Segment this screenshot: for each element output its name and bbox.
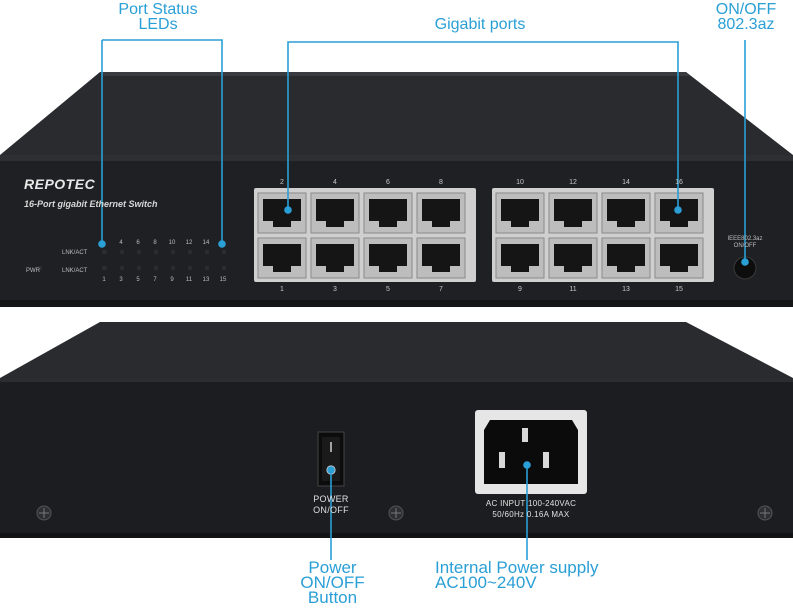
ethernet-port[interactable] [257,192,307,234]
power-supply-callout: Internal Power supply AC100~240V [435,558,635,592]
port-number-label: 11 [185,277,193,283]
callout-text: Internal Power supply [435,558,599,577]
led-indicator [187,265,193,271]
pwr-label: PWR [26,268,40,274]
front-unit-top [0,72,793,155]
port-number-label: 8 [439,179,443,186]
led-indicator [170,265,176,271]
ethernet-port[interactable] [310,237,360,279]
port-number-label: 2 [280,179,284,186]
port-number-label: 14 [622,179,630,186]
back-unit-top [0,322,793,378]
ac-input-label: AC INPUT 100-240VAC 50/60Hz 0.16A MAX [455,498,607,520]
ethernet-port[interactable] [416,237,466,279]
port-number-label: 12 [569,179,577,186]
led-indicator [37,265,43,271]
port-number-label: 9 [170,277,174,283]
led-indicator [153,249,159,255]
led-indicator [101,249,107,255]
led-indicator [221,265,227,271]
port-number-label: 15 [219,277,227,283]
lnk-act-label-top: LNK/ACT [62,250,88,256]
port-number-label: 13 [622,286,630,293]
port-number-label: 1 [280,286,284,293]
power-button-callout: Power ON/OFF Button [270,558,395,607]
brand-logo: REPOTEC [24,176,96,192]
led-indicator [119,249,125,255]
callout-text: Port Status [118,1,198,18]
ethernet-port[interactable] [601,237,651,279]
callout-text: ON/OFF [300,573,365,592]
ethernet-port[interactable] [601,192,651,234]
led-indicator [153,265,159,271]
model-name: 16-Port gigabit Ethernet Switch [24,199,158,209]
ethernet-port[interactable] [363,192,413,234]
port-number-label: 10 [168,240,176,246]
led-indicator [204,265,210,271]
port-number-label: 7 [153,277,157,283]
port-number-label: 3 [119,277,123,283]
port-number-label: 6 [386,179,390,186]
callout-lines [98,39,749,560]
status-leds [37,249,227,271]
gigabit-ports-callout: Gigabit ports [400,16,560,33]
port-number-label: 7 [439,286,443,293]
port-number-label: 9 [518,286,522,293]
ac-inlet-socket [484,420,578,484]
ethernet-port[interactable] [363,237,413,279]
led-indicator [187,249,193,255]
port-number-label: 5 [386,286,390,293]
port-status-leds-callout: Port Status LEDs [100,1,216,33]
port-number-label: 1 [102,277,106,283]
port-number-label: 8 [153,240,157,246]
label-text: POWER [313,494,349,504]
port-number-label: 14 [202,240,210,246]
port-number-label: 12 [185,240,193,246]
led-indicator [170,249,176,255]
port-number-label: 10 [516,179,524,186]
port-number-label: 11 [569,286,577,293]
eee-callout: ON/OFF 802.3az [700,1,792,33]
label-text: 50/60Hz 0.16A MAX [492,510,570,519]
port-number-label: 15 [675,286,683,293]
eee-label-line1: IEEE802.3az [727,236,763,242]
led-indicator [136,265,142,271]
led-indicator [204,249,210,255]
ethernet-port[interactable] [310,192,360,234]
port-number-label: 5 [136,277,140,283]
ethernet-port[interactable] [416,192,466,234]
led-indicator [101,265,107,271]
callout-text: ON/OFF [715,1,777,18]
port-number-label: 3 [333,286,337,293]
power-switch-label: POWER ON/OFF [300,494,362,516]
callout-text: 802.3az [717,16,775,33]
callout-text: AC100~240V [435,573,537,592]
ethernet-port[interactable] [548,237,598,279]
callout-text: LEDs [138,16,178,33]
ethernet-port[interactable] [654,237,704,279]
port-number-label: 4 [119,240,123,246]
port-number-label: 6 [136,240,140,246]
port-number-label: 4 [333,179,337,186]
led-indicator [221,249,227,255]
callout-text: Power [308,558,357,577]
ethernet-port[interactable] [495,237,545,279]
port-number-label: 16 [675,179,683,186]
led-indicator [136,249,142,255]
lnk-act-label-bottom: LNK/ACT [62,268,88,274]
callout-text: Button [307,588,358,607]
ethernet-port[interactable] [257,237,307,279]
port-number-label: 13 [202,277,210,283]
label-text: ON/OFF [313,505,349,515]
label-text: AC INPUT 100-240VAC [485,499,577,508]
ethernet-port[interactable] [548,192,598,234]
ethernet-port[interactable] [495,192,545,234]
eee-label-line2: ON/OFF [733,243,757,249]
callout-text: Gigabit ports [434,16,526,33]
led-indicator [119,265,125,271]
screw-icons [36,505,773,521]
